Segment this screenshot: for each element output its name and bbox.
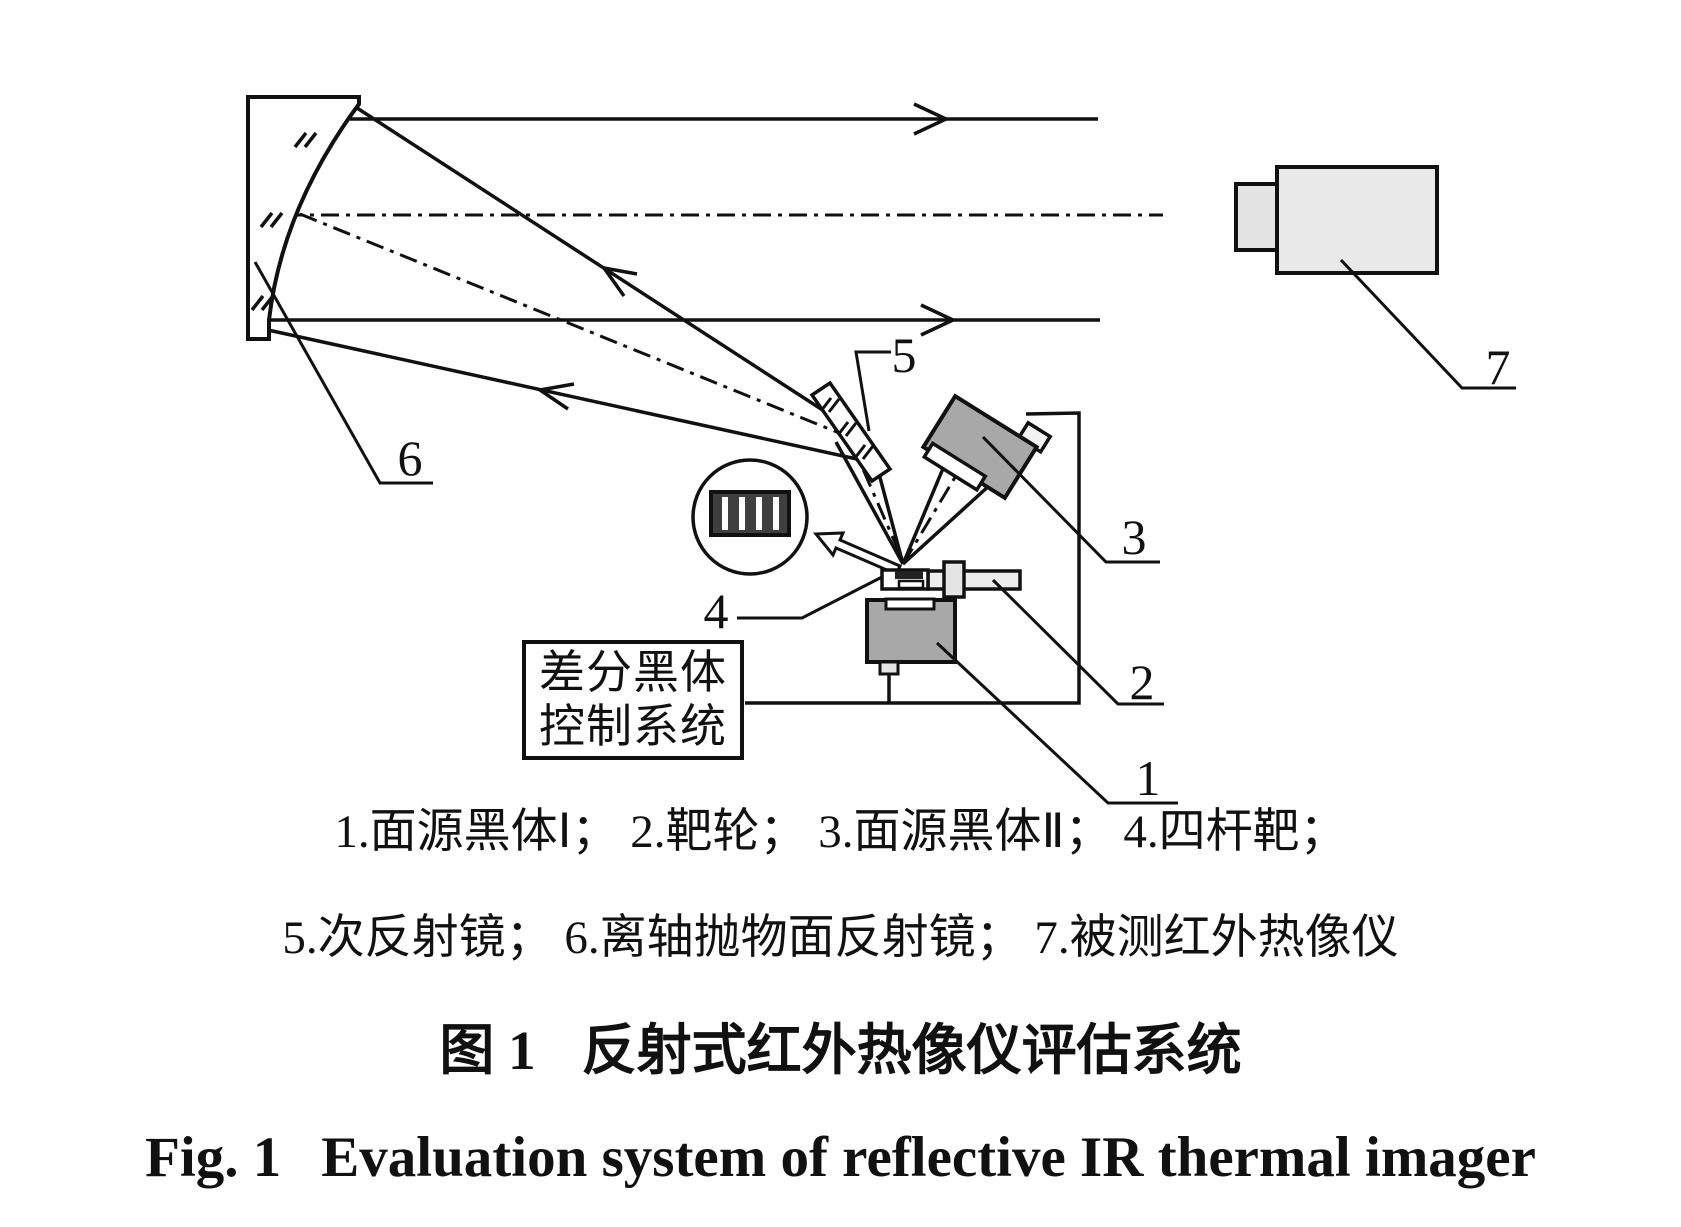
- label-1: 1: [1135, 750, 1161, 806]
- control-system-line1: 差分黑体: [539, 646, 727, 698]
- parabolic-mirror: [246, 95, 361, 341]
- ray-arrow-upper: [600, 265, 638, 298]
- label-3: 3: [1121, 509, 1147, 565]
- control-wires: [745, 411, 1081, 705]
- figure-caption-zh: 反射式红外热像仪评估系统: [581, 1020, 1242, 1081]
- target-wheel-arm: [926, 569, 1022, 591]
- label-7: 7: [1485, 339, 1511, 395]
- label-leader-lines: [253, 258, 1516, 805]
- control-system-box: 差分黑体 控制系统: [522, 640, 744, 760]
- figure-caption-en: Evaluation system of reflective IR therm…: [321, 1126, 1536, 1189]
- label-6: 6: [397, 430, 423, 486]
- blackbody-1: [865, 597, 957, 676]
- target-at-focus: [895, 571, 923, 579]
- thermal-imager-body: [1275, 165, 1439, 275]
- thermal-imager: [1234, 165, 1439, 275]
- target-wheel-hub: [942, 560, 966, 599]
- leader-3: [981, 435, 1160, 564]
- leader-2: [991, 578, 1164, 706]
- thermal-imager-lens: [1234, 182, 1279, 252]
- leader-5: [854, 350, 891, 432]
- beam-arrow-bottom: [920, 303, 958, 337]
- leader-7: [1339, 258, 1516, 390]
- control-system-line2: 控制系统: [539, 701, 727, 752]
- ray-arrow-lower: [535, 382, 575, 411]
- leader-6: [253, 261, 433, 485]
- four-bar-target-view: [691, 458, 809, 576]
- figure-number-en: Fig. 1: [145, 1126, 282, 1189]
- converging-rays: [267, 106, 993, 566]
- label-4: 4: [703, 583, 729, 639]
- secondary-mirror-hatch-marks: [819, 397, 875, 460]
- leader-4: [737, 575, 883, 620]
- blackbody-2-aperture: [921, 440, 988, 493]
- leader-1: [935, 641, 1178, 805]
- collimated-beam-rays: [268, 102, 1100, 337]
- blackbody-2: [920, 393, 1053, 501]
- figure-number-zh: 图 1: [439, 1020, 536, 1081]
- blackbody-1-aperture: [884, 597, 936, 611]
- target-wheel: [880, 560, 1022, 599]
- figure-title-zh: 图 1 反射式红外热像仪评估系统: [0, 1005, 1681, 1085]
- blackbody-1-foot: [878, 660, 900, 676]
- label-2: 2: [1129, 654, 1155, 710]
- beam-arrow-top: [913, 102, 951, 136]
- target-holder-slot: [897, 579, 925, 590]
- legend-line-2: 5.次反射镜； 6.离轴抛物面反射镜； 7.被测红外热像仪: [282, 912, 1399, 964]
- legend-line-1: 1.面源黑体Ⅰ； 2.靶轮； 3.面源黑体Ⅱ； 4.四杆靶；: [334, 806, 1347, 858]
- label-5: 5: [891, 327, 917, 383]
- four-bar-slits: [722, 497, 779, 530]
- figure-title-en: Fig. 1 Evaluation system of reflective IR…: [0, 1125, 1681, 1190]
- mirror-hatch-marks: [250, 131, 318, 312]
- secondary-mirror: [809, 380, 893, 484]
